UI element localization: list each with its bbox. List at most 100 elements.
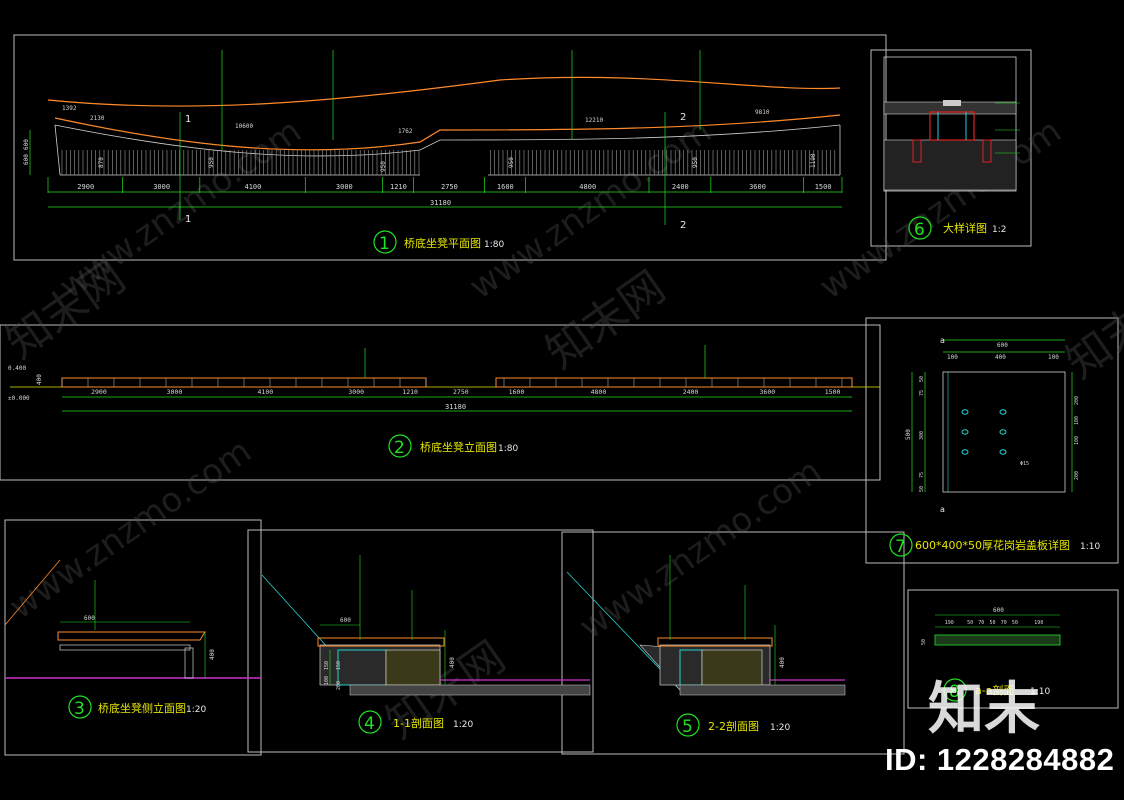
drawing-number-circle bbox=[68, 695, 92, 719]
dim-label: 2400 bbox=[672, 183, 689, 191]
panel-8-title: a-a剖面 bbox=[975, 683, 1014, 697]
drawing-number: 7 bbox=[895, 537, 906, 557]
drawing-number-circle bbox=[908, 216, 932, 240]
panel-3-title: 桥底坐凳侧立面图 bbox=[98, 701, 186, 715]
connector-plate bbox=[943, 100, 961, 106]
inner-dim: 950 bbox=[692, 157, 699, 168]
top-dim: 100 bbox=[1048, 354, 1059, 361]
left-dim: 50 bbox=[919, 376, 925, 382]
brand-logo: 知末 bbox=[928, 677, 1040, 742]
drawing-number: 3 bbox=[74, 699, 85, 719]
left-total-dim: 500 bbox=[905, 429, 912, 440]
drawing-number: 6 bbox=[914, 220, 925, 240]
panel-6-detail: 6 大样详图 1:2 bbox=[883, 56, 1020, 240]
dim-label: 1210 bbox=[402, 388, 418, 396]
dim: 150 bbox=[324, 661, 330, 670]
panel-1-dim-ticks bbox=[47, 177, 843, 193]
top-dim: 2130 bbox=[90, 115, 105, 122]
panel-2-total-dim: 31180 bbox=[445, 403, 466, 411]
dim-label: 4800 bbox=[579, 183, 596, 191]
anchor-hole bbox=[999, 449, 1007, 455]
hole-label: Φ15 bbox=[1020, 461, 1029, 467]
panel-3-side-elevation: 600 400 3 桥底坐凳侧立面图 1:20 bbox=[4, 559, 261, 719]
panel-6-title: 大样详图 bbox=[943, 221, 987, 235]
bench-elevation-right bbox=[495, 377, 853, 388]
left-dim: 600 bbox=[23, 139, 30, 150]
top-dim: 100 bbox=[947, 354, 958, 361]
drawing-number: 2 bbox=[394, 438, 405, 458]
dim-label: 50 bbox=[1012, 620, 1018, 626]
dim: 400 bbox=[209, 649, 216, 660]
panel-1-scale: 1:80 bbox=[484, 240, 504, 250]
dim-label: 2900 bbox=[91, 388, 107, 396]
dim-label: 3000 bbox=[153, 183, 170, 191]
dim-label: 50 bbox=[990, 620, 996, 626]
dim: 600 bbox=[340, 617, 351, 624]
drawing-number-circle bbox=[889, 533, 913, 557]
panel-8-scale: 1:10 bbox=[1030, 687, 1050, 697]
left-dim: 600 bbox=[23, 154, 30, 165]
left-dim: 300 bbox=[919, 431, 925, 440]
top-dim: 1762 bbox=[398, 128, 413, 135]
dim-label: 1500 bbox=[825, 388, 841, 396]
dim-label: 3000 bbox=[167, 388, 183, 396]
left-dim: 50 bbox=[919, 486, 925, 492]
dim-label: 2750 bbox=[441, 183, 458, 191]
dim: 200 bbox=[336, 681, 342, 690]
section-mark: a bbox=[940, 336, 945, 345]
panel-1-title: 桥底坐凳平面图 bbox=[404, 236, 481, 250]
frame-panel-5 bbox=[561, 531, 905, 755]
dim-label: 1600 bbox=[497, 183, 514, 191]
panel-7-scale: 1:10 bbox=[1080, 542, 1100, 552]
right-dim: 100 bbox=[1074, 416, 1080, 425]
section-mark: 1 bbox=[185, 114, 191, 125]
panel-2-dimension-lines bbox=[62, 345, 852, 412]
slab-outline bbox=[942, 371, 1066, 493]
anchor-hole bbox=[999, 429, 1007, 435]
anchor-hole bbox=[999, 409, 1007, 415]
top-dim: 9810 bbox=[755, 109, 770, 116]
drawing-number: 8 bbox=[949, 682, 960, 702]
left-dim: 75 bbox=[919, 472, 925, 478]
dim: 600 bbox=[84, 615, 95, 622]
section-mark: 2 bbox=[680, 112, 686, 123]
top-dim: 10600 bbox=[235, 123, 253, 130]
panel-1-total-dim: 31180 bbox=[430, 199, 451, 207]
panel-3-scale: 1:20 bbox=[186, 705, 206, 715]
dim-label: 70 bbox=[1001, 620, 1007, 626]
panel-2-scale: 1:80 bbox=[498, 444, 518, 454]
dim-label: 1500 bbox=[815, 183, 832, 191]
frame-panel-4 bbox=[247, 529, 594, 753]
frame-panel-2 bbox=[0, 324, 881, 481]
dim-label: 2900 bbox=[77, 183, 94, 191]
bench-plan-body bbox=[54, 124, 841, 176]
dim-label: 3600 bbox=[749, 183, 766, 191]
dim: 400 bbox=[779, 657, 786, 668]
drawing-number-circle bbox=[943, 678, 967, 702]
dim-label: 3000 bbox=[336, 183, 353, 191]
frame-panel-6 bbox=[870, 49, 1032, 247]
panel-5-title: 2-2剖面图 bbox=[708, 719, 759, 733]
asset-id-label: ID: 1228284882 bbox=[885, 742, 1115, 777]
frame-panel-3 bbox=[4, 519, 262, 756]
inner-dim: 950 bbox=[380, 161, 387, 172]
panel-4-section-1-1: 600 150 100 150 200 400 4 1-1剖面图 1:20 bbox=[261, 555, 591, 734]
right-dim: 200 bbox=[1074, 396, 1080, 405]
top-total-dim: 600 bbox=[997, 342, 1008, 349]
bench-elevation-joints bbox=[61, 378, 843, 387]
drawing-number: 1 bbox=[379, 234, 390, 254]
dim-label: 70 bbox=[978, 620, 984, 626]
base-layer bbox=[679, 684, 846, 696]
frame-panel-7 bbox=[865, 317, 1119, 564]
panel-5-section-2-2: 400 5 2-2剖面图 1:20 bbox=[566, 555, 846, 737]
drawing-number-circle bbox=[676, 713, 700, 737]
anchor-hole bbox=[961, 409, 969, 415]
dim-label: 1600 bbox=[509, 388, 525, 396]
section-mark: 2 bbox=[680, 220, 686, 231]
steel-frame bbox=[929, 111, 975, 141]
drawing-number: 4 bbox=[364, 714, 375, 734]
